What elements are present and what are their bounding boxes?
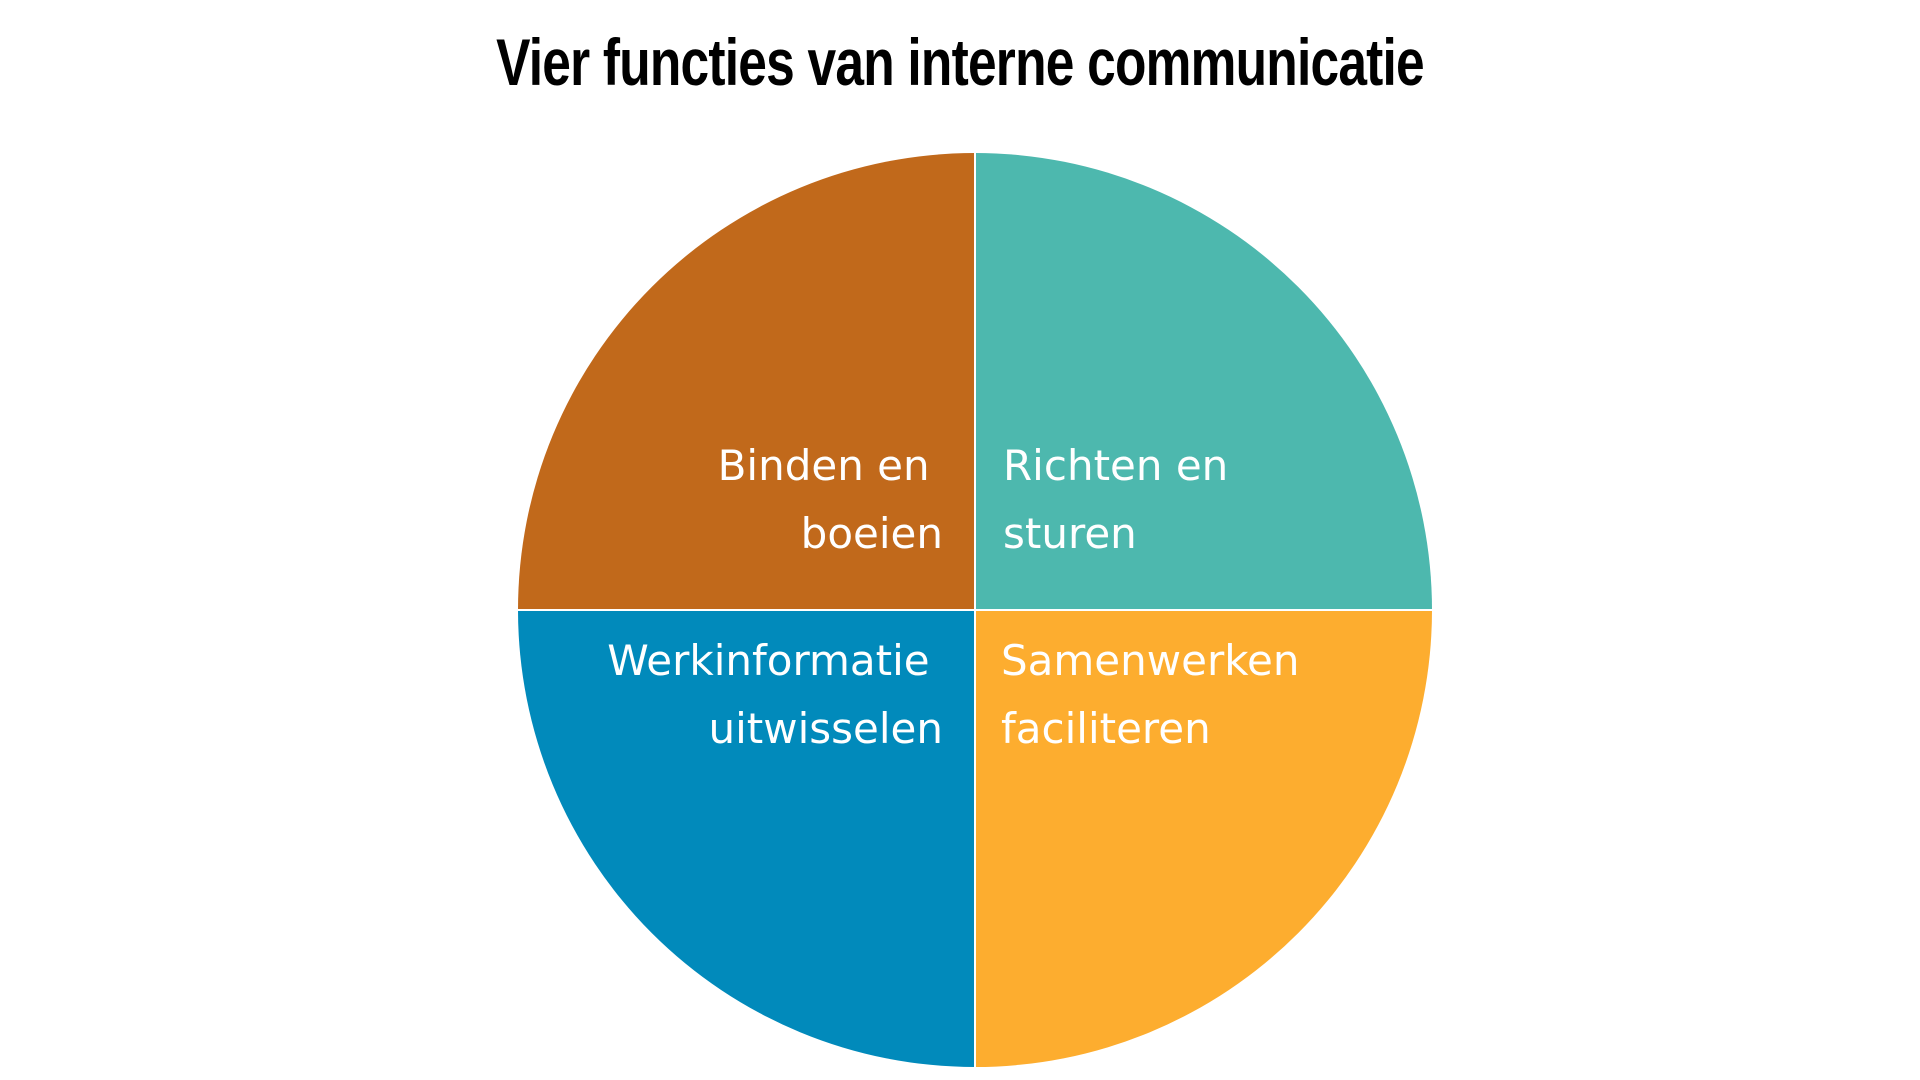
quadrant-top-right-label-line-1: Richten en <box>1003 441 1228 490</box>
quadrant-top-left-label: Binden en boeien <box>718 441 943 558</box>
quadrant-top-left <box>518 153 975 610</box>
quadrant-bottom-left-label: Werkinformatie uitwisselen <box>607 636 943 753</box>
quadrant-bottom-left-label-line-1: Werkinformatie <box>607 636 929 685</box>
quadrant-bottom-right-label-line-2: faciliteren <box>1001 704 1211 753</box>
quadrant-bottom-right-label-line-1: Samenwerken <box>1001 636 1300 685</box>
quadrant-top-left-label-line-1: Binden en <box>718 441 930 490</box>
quadrant-bottom-right-label: Samenwerken faciliteren <box>1001 636 1313 753</box>
quadrant-top-right <box>975 153 1432 610</box>
page-title: Vier functies van interne communicatie <box>496 25 1425 99</box>
quadrant-bottom-right <box>975 610 1432 1067</box>
quadrant-bottom-left <box>518 610 975 1067</box>
quadrant-top-right-label-line-2: sturen <box>1003 509 1137 558</box>
quadrant-bottom-left-label-line-2: uitwisselen <box>708 704 943 753</box>
quadrant-top-right-label: Richten en sturen <box>1003 441 1242 558</box>
quadrant-top-left-label-line-2: boeien <box>801 509 943 558</box>
